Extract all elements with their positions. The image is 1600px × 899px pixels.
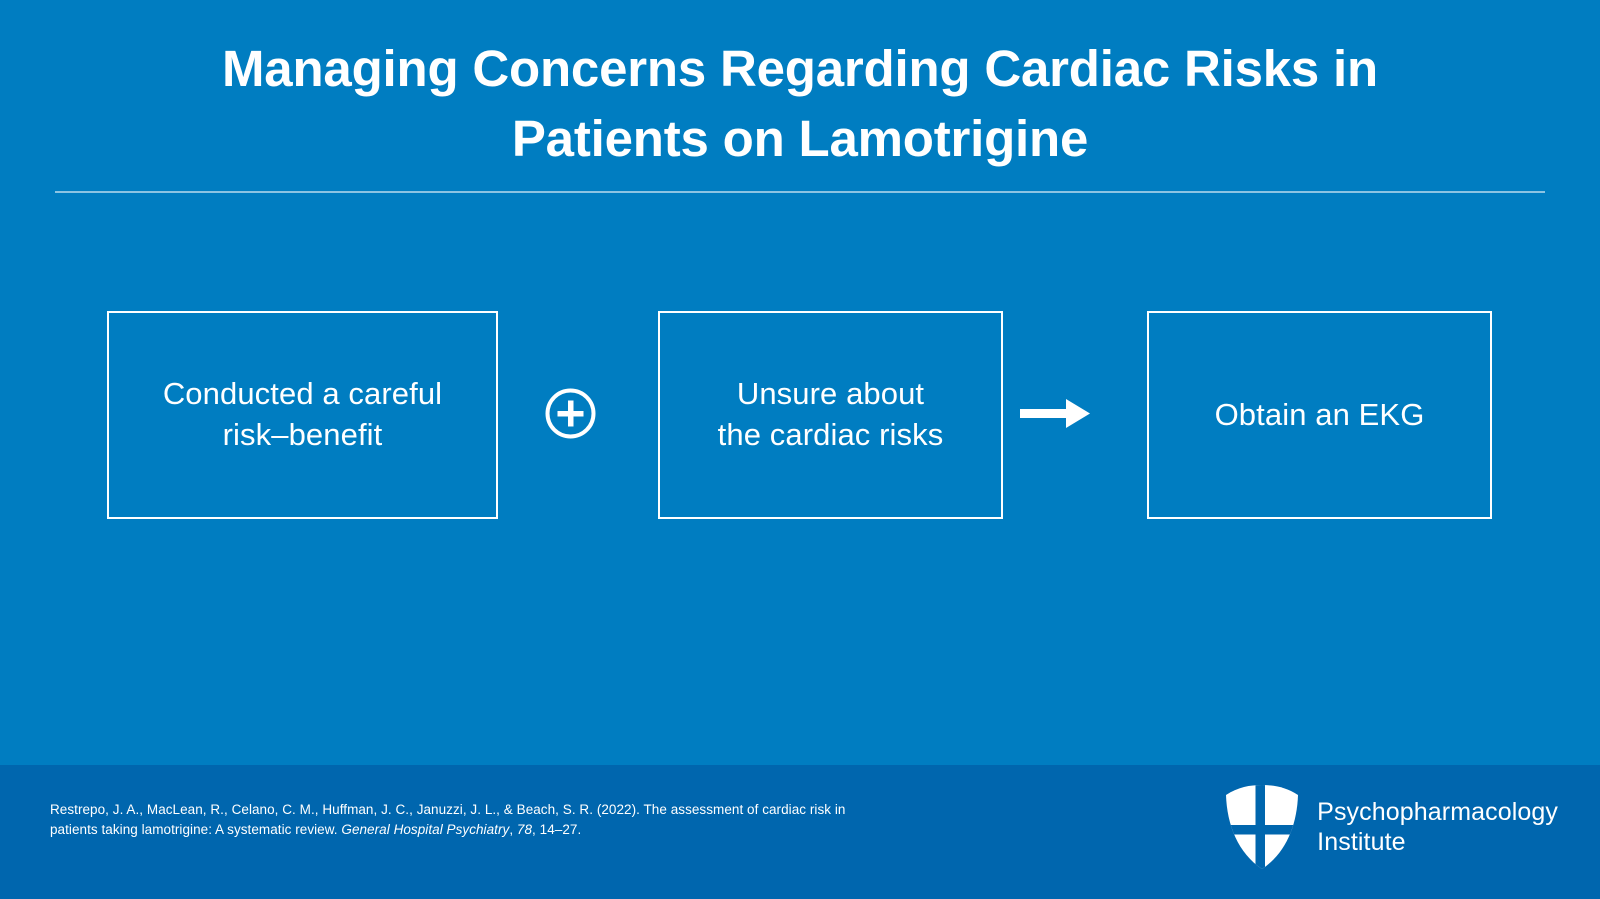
flow-diagram: Conducted a careful risk–benefit Unsure … — [0, 311, 1600, 519]
title-area: Managing Concerns Regarding Cardiac Risk… — [0, 34, 1600, 175]
plus-circle-icon — [545, 388, 596, 439]
footer-bar: Restrepo, J. A., MacLean, R., Celano, C.… — [0, 765, 1600, 899]
flow-box-label: Obtain an EKG — [1214, 396, 1425, 432]
citation-volume: 78 — [516, 821, 533, 837]
flow-box-conducted-risk-benefit[interactable]: Conducted a careful risk–benefit — [107, 311, 498, 519]
page-title: Managing Concerns Regarding Cardiac Risk… — [222, 40, 1378, 168]
citation-separator: , — [509, 821, 517, 837]
brand-logo: Psychopharmacology Institute — [1224, 777, 1558, 877]
citation-pages: , 14–27. — [532, 821, 582, 837]
citation-text: Restrepo, J. A., MacLean, R., Celano, C.… — [50, 800, 850, 839]
shield-logo-icon — [1226, 785, 1299, 869]
flow-box-obtain-ekg[interactable]: Obtain an EKG — [1147, 311, 1492, 519]
citation-main: Restrepo, J. A., MacLean, R., Celano, C.… — [50, 802, 846, 837]
flow-box-unsure-cardiac-risks[interactable]: Unsure about the cardiac risks — [658, 311, 1003, 519]
arrow-right-icon — [1020, 396, 1092, 430]
brand-wordmark: Psychopharmacology Institute — [1317, 797, 1558, 857]
citation-journal: General Hospital Psychiatry — [341, 821, 510, 837]
flow-box-label: Unsure about the cardiac risks — [717, 376, 944, 452]
title-divider — [55, 191, 1545, 193]
flow-box-label: Conducted a careful risk–benefit — [162, 376, 443, 452]
